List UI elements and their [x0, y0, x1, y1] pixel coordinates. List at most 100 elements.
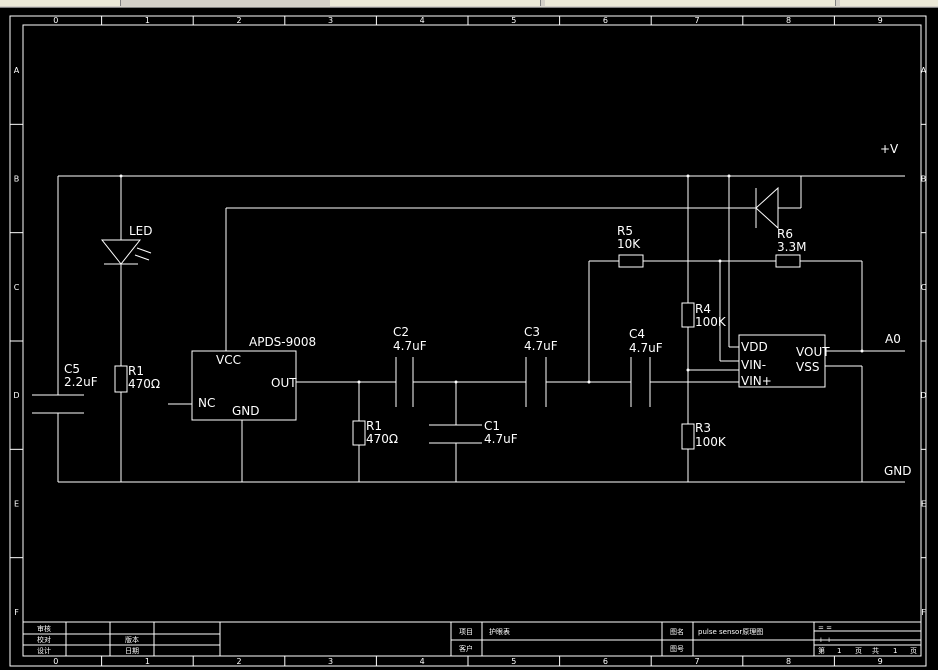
c1-ref: C1	[484, 419, 500, 433]
tb-drawing-label: 图名	[670, 627, 684, 636]
r1a-value: 470Ω	[128, 377, 160, 391]
zone-row-left: F	[14, 608, 19, 617]
zone-col-bottom: 7	[694, 657, 699, 666]
zone-col-top: 7	[694, 16, 699, 25]
sensor-apds-9008: APDS-9008 VCC NC GND OUT	[191, 335, 316, 421]
zone-row-right: E	[921, 500, 926, 509]
sheet-border	[9, 15, 927, 667]
tb-project-value: 护眼表	[489, 627, 510, 636]
r4-ref: R4	[695, 302, 711, 316]
c5-value: 2.2uF	[64, 375, 98, 389]
c3-ref: C3	[524, 325, 540, 339]
zone-col-top: 5	[511, 16, 516, 25]
tb-client-label: 客户	[459, 644, 473, 653]
opamp-block: VDD VIN- VIN+ VOUT VSS	[738, 334, 830, 388]
net-label-out: A0	[885, 332, 901, 346]
zone-row-right: A	[921, 66, 927, 75]
zone-col-top: 8	[786, 16, 791, 25]
toolbar-tab[interactable]	[840, 0, 938, 6]
c2-ref: C2	[393, 325, 409, 339]
tb-design: 设计	[37, 646, 51, 655]
tb-drawing-value: pulse sensor原理图	[698, 628, 763, 636]
sensor-gnd-pin: GND	[232, 404, 260, 418]
zone-col-bottom: 9	[878, 657, 883, 666]
junction-dots	[119, 174, 864, 384]
tb-sheet-prefix: 第	[818, 646, 825, 655]
tb-project-label: 项目	[459, 628, 473, 636]
resistor-r5: R5 10K	[617, 224, 644, 268]
c5-ref: C5	[64, 362, 80, 376]
r4-value: 100K	[695, 315, 727, 329]
r1a-ref: R1	[128, 364, 144, 378]
tb-sheet-unit: 页	[855, 647, 862, 655]
sensor-out-pin: OUT	[271, 376, 297, 390]
zone-row-right: D	[920, 391, 926, 400]
zone-col-top: 3	[328, 16, 333, 25]
zone-row-right: B	[921, 175, 927, 184]
toolbar-tab[interactable]	[715, 0, 836, 6]
r1b-ref: R1	[366, 419, 382, 433]
photodiode-symbol	[755, 186, 779, 230]
led-label: LED	[129, 224, 153, 238]
r3-ref: R3	[695, 421, 711, 435]
zone-row-right: F	[921, 608, 926, 617]
tb-total-prefix: 共	[872, 646, 879, 655]
zone-col-top: 6	[603, 16, 608, 25]
toolbar-tab[interactable]	[390, 0, 541, 6]
zone-row-right: C	[921, 283, 927, 292]
zone-col-bottom: 3	[328, 657, 333, 666]
zone-col-top: 1	[145, 16, 150, 25]
tb-audit: 审核	[37, 624, 51, 633]
resistor-r3: R3 100K	[681, 421, 727, 450]
tb-total-no: 1	[893, 647, 897, 655]
zone-row-left: C	[14, 283, 20, 292]
capacitor-c4: C4 4.7uF	[629, 327, 663, 407]
tb-sheet-no: 1	[837, 647, 841, 655]
wires	[57, 175, 905, 483]
capacitor-c5: C5 2.2uF	[32, 362, 98, 414]
toolbar-tab[interactable]	[0, 0, 121, 6]
zone-col-bottom: 8	[786, 657, 791, 666]
zone-col-bottom: 4	[420, 657, 425, 666]
zone-col-bottom: 5	[511, 657, 516, 666]
zone-col-top: 2	[236, 16, 241, 25]
tb-plus: + +	[818, 636, 832, 644]
zone-col-top: 4	[420, 16, 425, 25]
tb-version: 版本	[125, 635, 139, 644]
c1-value: 4.7uF	[484, 432, 518, 446]
zone-col-bottom: 2	[236, 657, 241, 666]
r1b-value: 470Ω	[366, 432, 398, 446]
resistor-r1-a: R1 470Ω	[114, 364, 160, 393]
led-symbol: LED	[100, 224, 153, 265]
sensor-vcc-pin: VCC	[216, 353, 241, 367]
resistor-r4: R4 100K	[681, 302, 727, 329]
resistor-r1-b: R1 470Ω	[352, 419, 398, 446]
zone-col-top: 9	[878, 16, 883, 25]
zone-row-left: D	[13, 391, 19, 400]
opamp-vout-pin: VOUT	[796, 345, 830, 359]
tb-date: 日期	[125, 647, 139, 655]
zone-row-left: B	[14, 175, 20, 184]
tb-eq: = =	[818, 624, 832, 632]
c2-value: 4.7uF	[393, 339, 427, 353]
c3-value: 4.7uF	[524, 339, 558, 353]
capacitor-c1: C1 4.7uF	[429, 419, 518, 446]
zone-row-left: A	[14, 66, 20, 75]
zone-col-bottom: 6	[603, 657, 608, 666]
opamp-vinp-pin: VIN+	[741, 374, 772, 388]
zone-col-bottom: 1	[145, 657, 150, 666]
zone-col-bottom: 0	[53, 657, 58, 666]
c4-ref: C4	[629, 327, 645, 341]
c4-value: 4.7uF	[629, 341, 663, 355]
capacitor-c2: C2 4.7uF	[393, 325, 427, 407]
r3-value: 100K	[695, 435, 727, 449]
r6-value: 3.3M	[777, 240, 806, 254]
tb-number-label: 图号	[670, 645, 684, 653]
sensor-name: APDS-9008	[249, 335, 316, 349]
net-label-gnd: GND	[884, 464, 912, 478]
tb-check: 校对	[37, 635, 51, 644]
r5-value: 10K	[617, 237, 641, 251]
net-label-vcc: +V	[880, 142, 899, 156]
